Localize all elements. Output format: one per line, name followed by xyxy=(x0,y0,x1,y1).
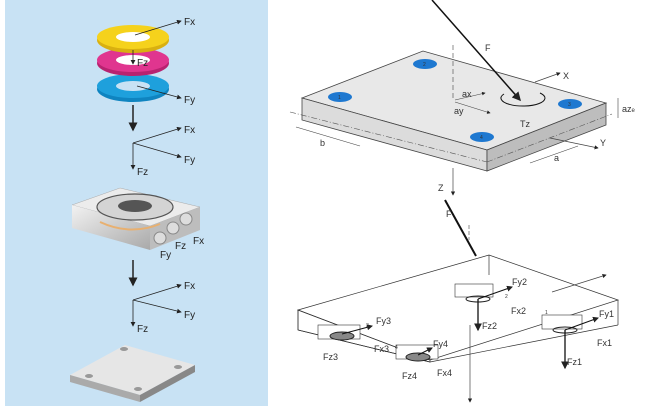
sensor-fz-label: Fz xyxy=(175,241,186,252)
load-cell-2: 2 Fy2 Fx2 Fz2 xyxy=(454,277,527,332)
axes-bottom-fx: Fx xyxy=(184,281,195,292)
sensor-fx-label: Fx xyxy=(193,236,204,247)
ax-label: ax xyxy=(462,89,472,99)
load-cell-1: 1 Fy1 Fx1 Fz1 xyxy=(541,309,614,370)
hole-3 xyxy=(558,99,582,109)
hole-number: 3 xyxy=(568,102,571,108)
az-label: aze xyxy=(622,104,636,114)
torque-label: Tz xyxy=(520,119,530,129)
fy3-label: Fy3 xyxy=(376,316,391,326)
hole-number: 4 xyxy=(480,135,483,141)
z-axis-label: Z xyxy=(438,183,444,193)
fx3-label: Fx3 xyxy=(374,344,389,354)
sensor-block: Fy Fz Fx xyxy=(71,187,204,261)
axes-top-fy: Fy xyxy=(184,155,195,166)
fz3-label: Fz3 xyxy=(323,352,338,362)
force-label: F xyxy=(485,43,491,53)
x-axis-label: X xyxy=(563,71,569,81)
fz1-label: Fz1 xyxy=(567,357,582,367)
axes-bottom: Fx Fy Fz xyxy=(130,281,195,335)
fy1-label: Fy1 xyxy=(599,309,614,319)
y-axis-label: Y xyxy=(600,138,606,148)
load-cell-3: 3 Fy3 Fx3 Fz3 xyxy=(317,316,391,362)
fx4-label: Fx4 xyxy=(437,368,452,378)
ay-label: ay xyxy=(454,106,464,116)
fx2-label: Fx2 xyxy=(511,306,526,316)
a-dimension-label: a xyxy=(554,153,559,163)
hole-4 xyxy=(470,132,494,142)
bottom-force-label: F xyxy=(446,209,452,219)
base-plate xyxy=(70,345,195,402)
plate-diagram-bottom: F 1 Fy1 Fx1 Fz1 2 Fy2 Fx2 Fz2 3 Fy3 xyxy=(296,199,620,403)
axes-top: Fx Fy Fz xyxy=(130,125,195,178)
load-cell-number: 3 xyxy=(366,323,369,329)
load-cell-number: 1 xyxy=(545,310,548,316)
hole-number: 2 xyxy=(423,62,426,68)
axes-bottom-fy: Fy xyxy=(184,310,195,321)
hole-number: 1 xyxy=(338,95,341,101)
axes-top-fz: Fz xyxy=(137,167,148,178)
axes-top-fx: Fx xyxy=(184,125,195,136)
load-cell-number: 2 xyxy=(505,294,508,300)
plate-diagram-top: 1 2 3 4 F X Y Z Tz ax ay aze b a xyxy=(289,0,636,196)
axes-bottom-fz: Fz xyxy=(137,324,148,335)
hole-1 xyxy=(328,92,352,102)
ring-fz-label: Fz xyxy=(137,58,148,69)
ring-fx-label: Fx xyxy=(184,17,195,28)
sensor-fy-label: Fy xyxy=(160,250,171,261)
fy4-label: Fy4 xyxy=(433,339,448,349)
fz4-label: Fz4 xyxy=(402,371,417,381)
b-dimension-label: b xyxy=(320,138,325,148)
ring-fy-label: Fy xyxy=(184,95,195,106)
hole-2 xyxy=(413,59,437,69)
ring-stack: Fx Fz Fy xyxy=(97,17,195,106)
load-cell-number: 4 xyxy=(395,345,398,351)
load-cell-4: 4 Fy4 Fx4 Fz4 xyxy=(395,339,452,381)
fz2-label: Fz2 xyxy=(482,321,497,331)
fx1-label: Fx1 xyxy=(597,338,612,348)
fy2-label: Fy2 xyxy=(512,277,527,287)
